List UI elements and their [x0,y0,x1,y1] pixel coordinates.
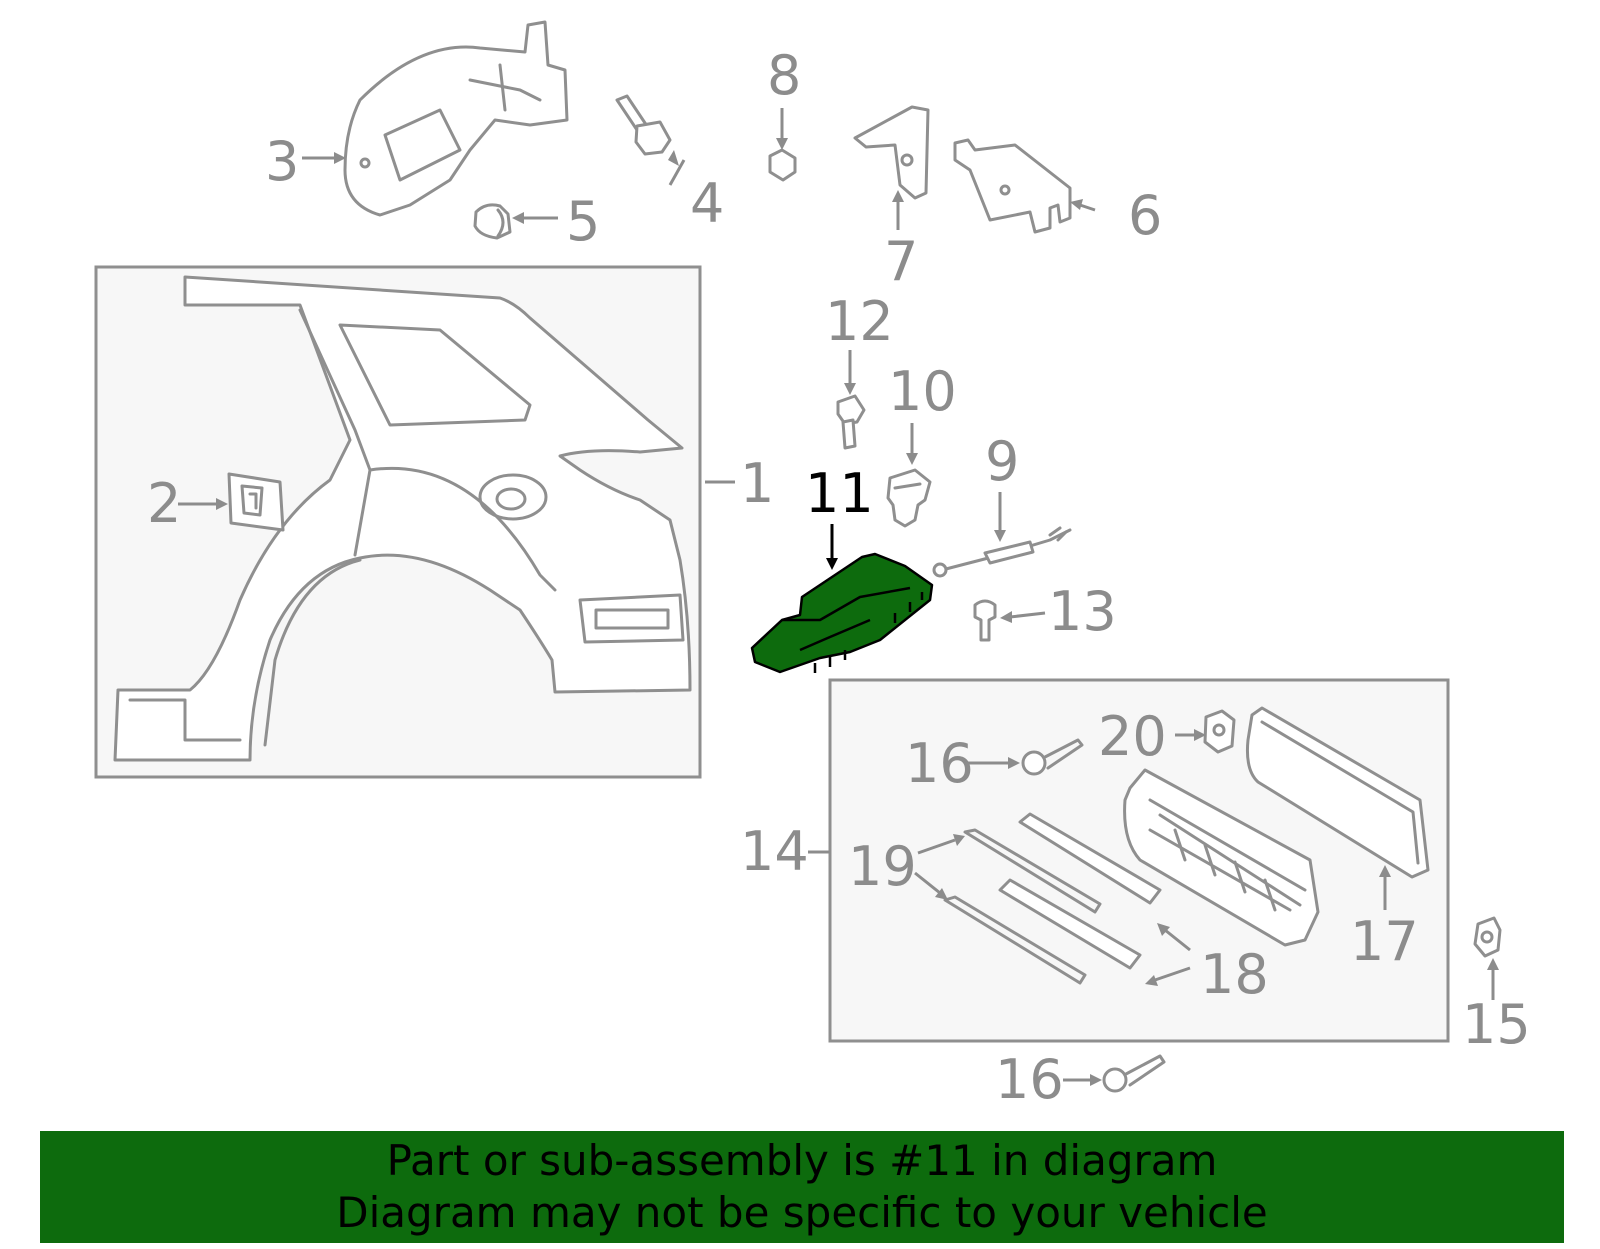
callout-7: 7 [884,230,918,293]
nut-part-8[interactable] [768,148,797,182]
highlighted-part-11[interactable] [750,552,934,674]
bracket-part-2[interactable] [227,472,285,532]
quarter-panel-part[interactable] [113,275,692,762]
callout-19: 19 [848,835,917,898]
callout-11: 11 [805,462,874,525]
callout-9: 9 [985,430,1019,493]
callout-15: 15 [1462,993,1531,1056]
strip-part-19-lower[interactable] [943,895,1087,985]
callout-14: 14 [740,820,809,883]
cable-part-9[interactable] [932,526,1072,578]
flap-part-18-upper[interactable] [1018,812,1162,905]
screw-part-16-lower[interactable] [1102,1054,1166,1093]
callout-3: 3 [265,130,299,193]
callout-13: 13 [1048,580,1117,643]
callout-12: 12 [825,290,894,353]
banner-line-part: Part or sub-assembly is #11 in diagram [386,1136,1218,1185]
banner-line-disclaimer: Diagram may not be specific to your vehi… [336,1188,1268,1237]
actuator-part-6[interactable] [953,138,1072,234]
grommet-part-5[interactable] [473,203,512,240]
callout-1: 1 [740,452,774,515]
screw-part-16-upper[interactable] [1021,738,1084,776]
callout-17: 17 [1350,910,1419,973]
callout-16-lower: 16 [995,1048,1064,1111]
clip-part-20[interactable] [1203,709,1236,754]
flap-part-18-lower[interactable] [998,878,1142,970]
callout-2: 2 [147,472,181,535]
callout-6: 6 [1128,184,1162,247]
callout-16-upper: 16 [905,732,974,795]
seal-frame-part-17[interactable] [1246,706,1430,879]
vent-housing-part[interactable] [1123,768,1320,947]
callout-18: 18 [1200,943,1269,1006]
fuel-door-housing-part[interactable] [343,20,569,217]
callout-5: 5 [566,190,600,253]
info-banner: Part or sub-assembly is #11 in diagram D… [40,1131,1564,1243]
callout-10: 10 [888,360,957,423]
clip-part-15[interactable] [1473,916,1502,958]
callout-4: 4 [690,172,724,235]
bolt-part-4[interactable] [615,94,672,156]
callout-20: 20 [1098,705,1167,768]
callout-8: 8 [767,44,801,107]
leader-arrows [178,108,1499,1086]
strip-part-19-upper[interactable] [963,828,1102,914]
clip-part-10[interactable] [886,468,932,528]
bolt-part-12[interactable] [836,394,866,450]
push-pin-part-13[interactable] [973,599,997,642]
bracket-part-7[interactable] [853,105,930,200]
